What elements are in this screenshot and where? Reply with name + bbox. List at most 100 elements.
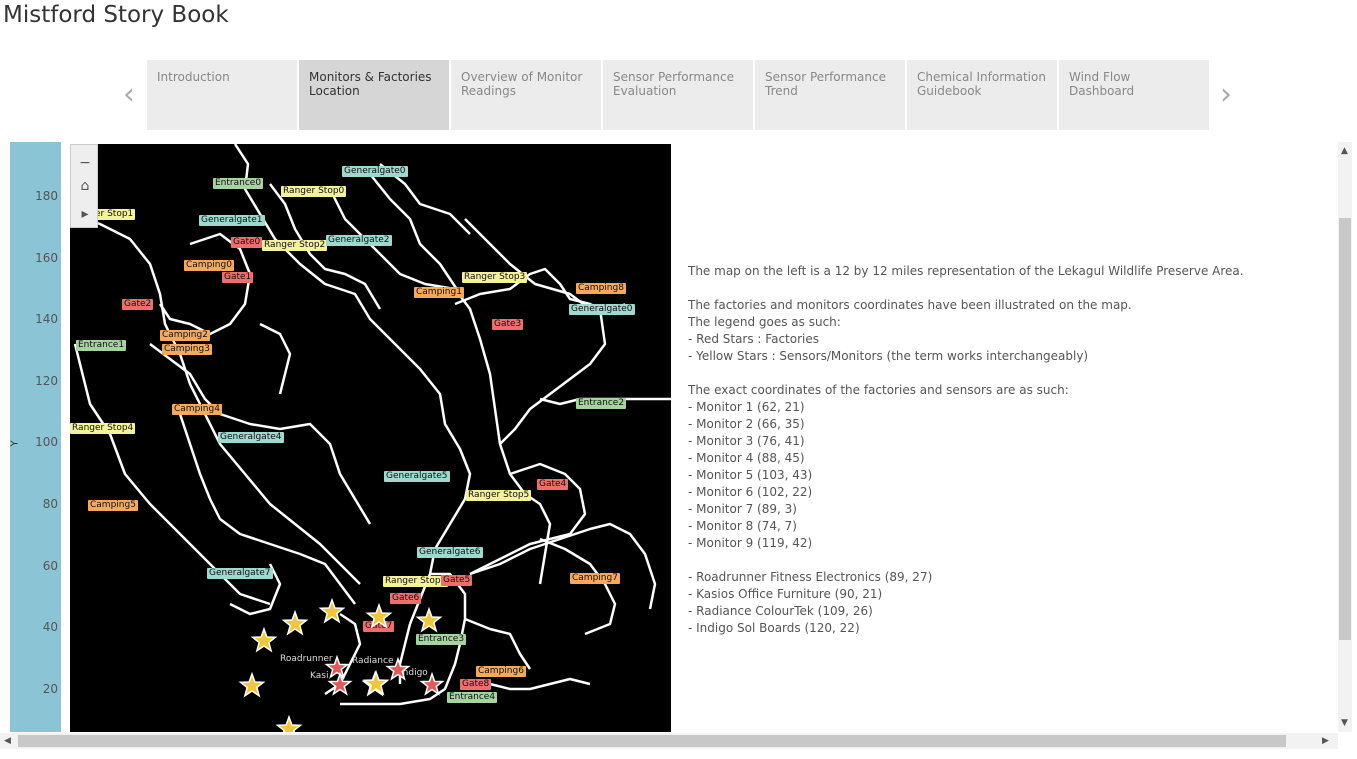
preserve-map[interactable]: Entrance0 Generalgate0 Ranger Stop0 Rang… (70, 144, 671, 732)
description-line: - Monitor 1 (62, 21) (688, 400, 805, 414)
map-label: Ranger Stop5 (466, 490, 532, 501)
map-label: Camping2 (160, 330, 210, 341)
factory-star[interactable] (327, 671, 353, 696)
map-toolbar: − ⌂ ▸ (70, 144, 98, 228)
dashboard-viewport: 180 160 140 120 100 80 60 40 20 Y (0, 142, 1338, 732)
monitor-star[interactable] (415, 606, 443, 633)
map-label: Entrance3 (416, 634, 467, 645)
y-tick: 60 (42, 559, 58, 573)
map-label: Camping3 (162, 344, 212, 355)
y-tick: 80 (42, 497, 58, 511)
description-line: - Monitor 8 (74, 7) (688, 519, 797, 533)
scroll-left-icon[interactable]: ◀ (4, 736, 11, 746)
map-label: Gate5 (441, 575, 473, 586)
map-label: Ranger Stop3 (462, 272, 528, 283)
scroll-up-icon[interactable]: ▲ (1341, 146, 1348, 156)
description-line: The exact coordinates of the factories a… (688, 383, 1069, 397)
description-line: - Monitor 9 (119, 42) (688, 536, 813, 550)
tab-introduction[interactable]: Introduction (147, 60, 297, 130)
horizontal-scrollbar[interactable]: ◀ ▶ (0, 733, 1338, 749)
monitor-star[interactable] (281, 609, 309, 636)
map-label: Ranger Stop2 (262, 240, 328, 251)
map-label: Generalgate4 (218, 432, 284, 443)
factory-star[interactable] (385, 656, 411, 681)
map-label: Ranger Stop1 (70, 209, 136, 220)
tab-overview-monitor-readings[interactable]: Overview of Monitor Readings (451, 60, 601, 130)
map-label: Ranger Stop4 (70, 423, 136, 434)
monitor-star[interactable] (275, 714, 303, 732)
y-axis-band (10, 142, 61, 732)
vertical-scrollbar[interactable]: ▲ ▼ (1338, 142, 1352, 732)
vertical-scroll-thumb[interactable] (1339, 218, 1351, 640)
tab-monitors-factories-location[interactable]: Monitors & Factories Location (299, 60, 449, 130)
map-label: Gate6 (390, 593, 422, 604)
chevron-right-icon[interactable]: › (1220, 77, 1232, 112)
map-label: Generalgate5 (384, 471, 450, 482)
y-tick: 20 (42, 682, 58, 696)
map-label: Generalgate1 (199, 215, 265, 226)
map-label: Entrance2 (576, 398, 627, 409)
play-icon[interactable]: ▸ (81, 206, 89, 222)
tab-sensor-performance-trend[interactable]: Sensor Performance Trend (755, 60, 905, 130)
description-line: - Red Stars : Factories (688, 332, 819, 346)
description-line: - Monitor 2 (66, 35) (688, 417, 805, 431)
y-tick: 160 (35, 251, 58, 265)
map-label: Generalgate0 (342, 166, 408, 177)
map-label: Entrance0 (213, 178, 264, 189)
zoom-out-icon[interactable]: − (79, 155, 91, 171)
map-label: Gate2 (122, 299, 154, 310)
map-label: Gate7 (363, 621, 395, 632)
tab-wind-flow-dashboard[interactable]: Wind Flow Dashboard (1059, 60, 1209, 130)
map-label: Gate4 (537, 479, 569, 490)
map-label: Camping6 (476, 666, 526, 677)
description-line: - Yellow Stars : Sensors/Monitors (the t… (688, 349, 1089, 363)
factory-star[interactable] (419, 671, 445, 696)
factory-label: Radiance (352, 656, 394, 666)
map-label: Gate8 (460, 679, 492, 690)
map-label: Camping1 (414, 287, 464, 298)
home-icon[interactable]: ⌂ (80, 178, 90, 194)
tab-chemical-information-guidebook[interactable]: Chemical Information Guidebook (907, 60, 1057, 130)
story-tab-bar: ‹ Introduction Monitors & Factories Loca… (0, 60, 1357, 130)
description-line: - Roadrunner Fitness Electronics (89, 27… (688, 570, 933, 584)
map-label: Gate3 (492, 319, 524, 330)
map-label: Camping4 (172, 404, 222, 415)
map-label: Entrance1 (76, 340, 127, 351)
star-markers (238, 597, 445, 732)
page-title: Mistford Story Book (3, 2, 229, 28)
monitor-star[interactable] (318, 597, 346, 624)
map-label: Generalgate2 (326, 235, 392, 246)
y-axis-label: Y (9, 440, 21, 447)
y-tick: 180 (35, 189, 58, 203)
y-tick: 120 (35, 374, 58, 388)
map-label: Entrance4 (447, 692, 498, 703)
factory-label: Indigo (400, 668, 428, 678)
factory-label: Roadrunner (280, 654, 333, 664)
map-label: Generalgate0 (569, 304, 635, 315)
map-label: Generalgate6 (417, 547, 483, 558)
map-label: Ranger Stop6 (383, 576, 449, 587)
map-label: Gate1 (222, 272, 254, 283)
monitor-star[interactable] (365, 602, 393, 629)
road-network (70, 144, 671, 706)
chevron-left-icon[interactable]: ‹ (123, 77, 135, 112)
map-label: Gate0 (231, 237, 263, 248)
map-label: Ranger Stop0 (281, 186, 347, 197)
monitor-star[interactable] (250, 626, 278, 653)
description-line: - Monitor 6 (102, 22) (688, 485, 813, 499)
horizontal-scroll-thumb[interactable] (18, 735, 1286, 747)
factory-star[interactable] (324, 654, 350, 679)
description-line (688, 365, 1288, 382)
monitor-star[interactable] (362, 669, 390, 696)
tab-sensor-performance-evaluation[interactable]: Sensor Performance Evaluation (603, 60, 753, 130)
description-line: - Monitor 7 (89, 3) (688, 502, 797, 516)
description-line (688, 552, 1288, 569)
description-line: - Kasios Office Furniture (90, 21) (688, 587, 883, 601)
map-label: Generalgate7 (207, 568, 273, 579)
scroll-down-icon[interactable]: ▼ (1341, 718, 1348, 728)
monitor-star[interactable] (238, 671, 266, 698)
map-label: Camping0 (184, 260, 234, 271)
scroll-right-icon[interactable]: ▶ (1322, 736, 1329, 746)
description-line: - Monitor 5 (103, 43) (688, 468, 813, 482)
description-line: The legend goes as such: (688, 315, 841, 329)
